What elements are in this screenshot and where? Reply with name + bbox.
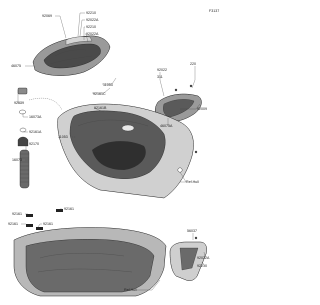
callout-label: 16073A [29,115,42,119]
rear-cover-part [155,84,202,123]
callout-label: 92161 [43,222,53,226]
callout-label: 46075 [11,64,21,68]
rear-deck-part [32,35,111,76]
callout-label: 11053 [103,83,113,87]
callout-label: 56037 [187,229,197,233]
callout-label: 220 [190,62,196,66]
callout-label: 92161 [12,212,22,216]
callout-label: 16073 [12,158,22,162]
grip-part [17,87,30,189]
exploded-view-svg: F3137 [8,9,219,297]
callout-label: 92210 [197,264,207,268]
callout-label: 92022A [197,256,210,260]
callout-label: 311 [157,75,163,79]
callout-label: 92161B [94,106,107,110]
callout-label: Ref.Hull [124,288,137,292]
callout-label: 92009 [197,107,207,111]
callout-label: 92039 [14,101,24,105]
callout-label: Ref.Hull [186,180,199,184]
callout-label: 92170 [29,142,39,146]
callout-label: 92161C [93,92,106,96]
hull-body-part [57,103,198,199]
callout-label: 46075A [160,124,173,128]
step-bracket-part [169,236,207,281]
callout-label: 92161 [64,207,74,211]
callout-label: 92022 [157,68,167,72]
parts-diagram: F3137 [8,9,220,297]
callout-label: 11053 [58,135,68,139]
callout-labels: 92069 92210 92022A 92210 92022A 46075 11… [8,11,210,292]
callout-label: 92210 [86,11,96,15]
callout-label: 92210 [86,25,96,29]
callout-label: 92161A [29,130,42,134]
leader-lines [17,12,206,291]
callout-label: 92022A [86,18,99,22]
callout-label: 92022A [86,32,99,36]
figure-code: F3137 [209,9,219,13]
callout-label: 92069 [42,14,52,18]
storage-tub-part [13,209,167,297]
callout-label: 92161 [8,222,18,226]
